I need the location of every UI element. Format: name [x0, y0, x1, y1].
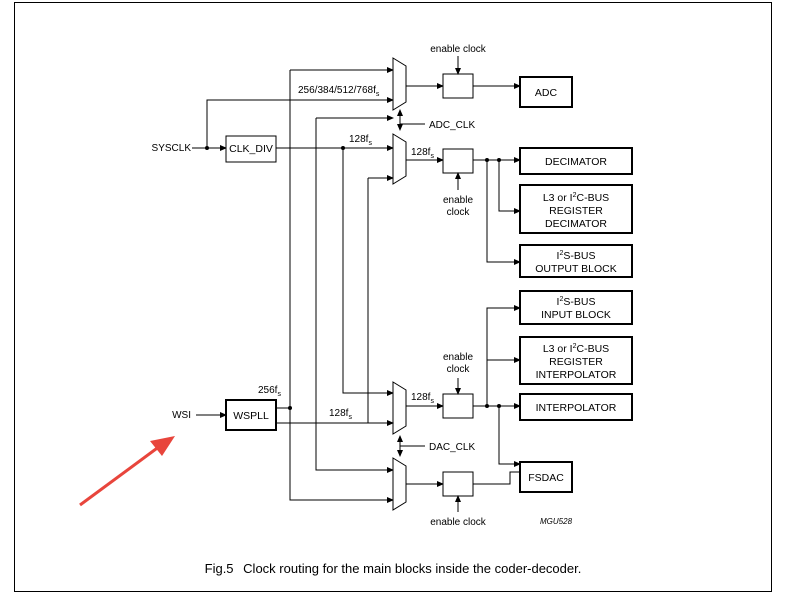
enable-label-upper: enable	[443, 195, 473, 206]
l3-interpolator-line1: L3 or I2C-BUS	[543, 343, 609, 355]
f256-label: 256fs	[258, 385, 281, 398]
i2s-output-line2: OUTPUT BLOCK	[535, 263, 617, 275]
decimator-block	[519, 147, 633, 175]
adc-label: ADC	[535, 87, 558, 99]
l3-decimator-line2: REGISTER	[549, 205, 603, 217]
i2s-input-line2: INPUT BLOCK	[541, 309, 611, 321]
l3-interpolator-line3: INTERPOLATOR	[536, 369, 617, 381]
figure-code: MGU528	[540, 517, 573, 526]
l3-interpolator-line2: REGISTER	[549, 356, 603, 368]
clock-label-upper: clock	[447, 207, 471, 218]
wspll-block	[225, 399, 277, 431]
i2s-input-line1: I2S-BUS	[557, 296, 596, 308]
f128-label-2: 128fs	[411, 147, 434, 160]
clk-div-block	[225, 135, 277, 163]
i2s-input-block	[519, 290, 633, 325]
figure-frame	[14, 2, 772, 592]
f128-label-1: 128fs	[349, 134, 372, 147]
enable-label-lower: enable	[443, 352, 473, 363]
l3-decimator-line3: DECIMATOR	[545, 218, 607, 230]
interpolator-block	[519, 393, 633, 421]
adc-clk-label: ADC_CLK	[429, 120, 475, 131]
f128-label-3: 128fs	[411, 392, 434, 405]
figure-caption: Fig.5 Clock routing for the main blocks …	[0, 561, 786, 576]
l3-decimator-block	[519, 184, 633, 234]
figure-caption-text: Clock routing for the main blocks inside…	[243, 561, 582, 576]
dac-clk-label: DAC_CLK	[429, 442, 475, 453]
i2s-output-line1: I2S-BUS	[557, 250, 596, 262]
sysclk-label: SYSCLK	[152, 143, 192, 154]
wsi-label: WSI	[172, 410, 191, 421]
clock-label-lower: clock	[447, 364, 471, 375]
annotation-arrow-icon	[79, 436, 175, 507]
clk-div-label: CLK_DIV	[229, 143, 273, 155]
enable-clock-top: enable clock	[430, 44, 487, 55]
adc-block	[519, 76, 573, 108]
interpolator-label: INTERPOLATOR	[536, 402, 617, 414]
enable-clock-bottom: enable clock	[430, 517, 487, 528]
fsdac-block	[519, 461, 573, 493]
l3-decimator-line1: L3 or I2C-BUS	[543, 192, 609, 204]
f128-label-4: 128fs	[329, 408, 352, 421]
i2s-output-block	[519, 244, 633, 278]
figure-number: Fig.5	[204, 561, 234, 576]
l3-interpolator-block	[519, 336, 633, 385]
decimator-label: DECIMATOR	[545, 156, 607, 168]
fsdac-label: FSDAC	[528, 472, 564, 484]
ratio-label: 256/384/512/768fs	[298, 85, 380, 98]
wspll-label: WSPLL	[233, 410, 269, 422]
